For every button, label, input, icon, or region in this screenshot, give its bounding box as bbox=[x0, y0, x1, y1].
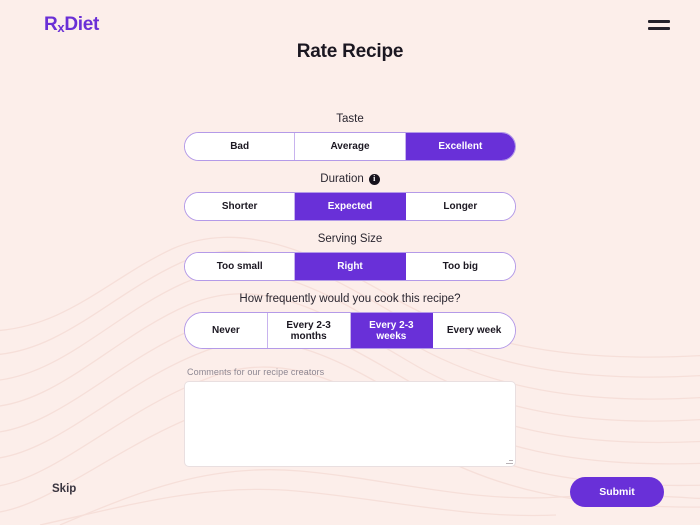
segment-option[interactable]: Too big bbox=[405, 253, 515, 280]
segment-option-label: Too big bbox=[442, 261, 478, 272]
hamburger-line-2 bbox=[648, 27, 670, 30]
segment-option[interactable]: Every 2-3 months bbox=[267, 313, 351, 348]
form-field: How frequently would you cook this recip… bbox=[184, 292, 516, 349]
submit-button[interactable]: Submit bbox=[570, 477, 664, 507]
segment-option-label: Every 2-3 weeks bbox=[369, 319, 414, 342]
segment-option-label: Too small bbox=[216, 261, 263, 272]
segment-option-label: Excellent bbox=[438, 141, 483, 152]
segment-option[interactable]: Too small bbox=[185, 253, 296, 280]
field-label: How frequently would you cook this recip… bbox=[184, 292, 516, 306]
field-label-text: Duration bbox=[320, 173, 364, 185]
brand-logo[interactable]: RxDiet bbox=[44, 15, 99, 34]
segmented-control: Too small Right Too big bbox=[184, 252, 516, 281]
segment-option[interactable]: Expected bbox=[295, 193, 406, 220]
field-label-text: Taste bbox=[336, 113, 364, 125]
info-icon[interactable]: i bbox=[368, 173, 380, 185]
segmented-control: Bad Average Excellent bbox=[184, 132, 516, 161]
skip-link[interactable]: Skip bbox=[52, 483, 77, 495]
segment-option-label: Shorter bbox=[221, 201, 258, 212]
field-label-text: Serving Size bbox=[317, 233, 383, 245]
segment-option-label: Every week bbox=[446, 325, 502, 336]
field-label-text: How frequently would you cook this recip… bbox=[239, 293, 461, 305]
segment-option[interactable]: Shorter bbox=[185, 193, 296, 220]
brand-logo-suffix: Diet bbox=[64, 14, 100, 35]
segment-option[interactable]: Excellent bbox=[405, 133, 515, 160]
hamburger-line-1 bbox=[648, 20, 670, 23]
field-label: Duration i bbox=[184, 172, 516, 186]
page-title: Rate Recipe bbox=[296, 41, 404, 62]
field-label: Serving Size bbox=[184, 232, 516, 246]
app-header: RxDiet bbox=[0, 0, 700, 56]
segment-option-label: Never bbox=[211, 325, 240, 336]
segment-option[interactable]: Every week bbox=[433, 313, 515, 348]
segmented-control: Never Every 2-3 months Every 2-3 weeks Ever… bbox=[184, 312, 516, 349]
segment-option[interactable]: Never bbox=[185, 313, 268, 348]
comments-section: Comments for our recipe creators bbox=[184, 367, 516, 467]
segment-option[interactable]: Right bbox=[295, 253, 406, 280]
segment-option-label: Right bbox=[337, 261, 363, 272]
segment-option[interactable]: Average bbox=[295, 133, 406, 160]
hamburger-menu-icon[interactable] bbox=[648, 17, 670, 33]
segment-option-label: Bad bbox=[230, 141, 250, 152]
segment-option-label: Expected bbox=[327, 201, 373, 212]
segment-option-label: Average bbox=[330, 141, 370, 152]
segment-option[interactable]: Every 2-3 weeks bbox=[350, 313, 434, 348]
segmented-control: Shorter Expected Longer bbox=[184, 192, 516, 221]
comments-label: Comments for our recipe creators bbox=[187, 367, 325, 377]
segment-option-label: Every 2-3 months bbox=[286, 319, 331, 342]
brand-logo-subscript: x bbox=[57, 20, 65, 35]
brand-logo-prefix: R bbox=[44, 14, 58, 35]
segment-option[interactable]: Longer bbox=[405, 193, 515, 220]
segment-option-label: Longer bbox=[443, 201, 478, 212]
comments-textarea[interactable] bbox=[184, 381, 516, 467]
field-label: Taste bbox=[184, 112, 516, 126]
segment-option[interactable]: Bad bbox=[185, 133, 296, 160]
resize-handle-icon[interactable] bbox=[506, 457, 513, 464]
